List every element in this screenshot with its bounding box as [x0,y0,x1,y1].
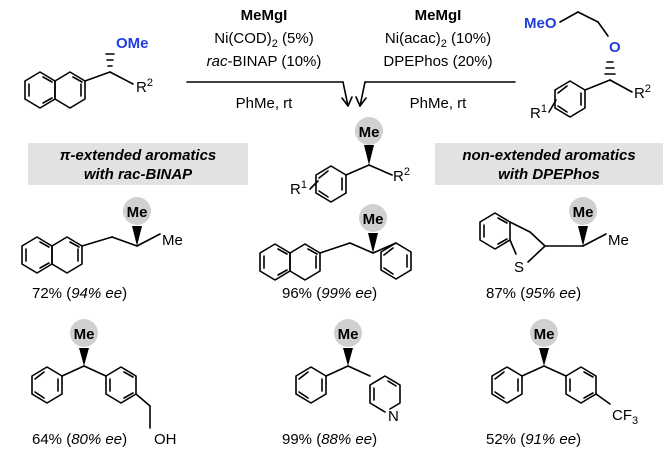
right-banner-line2: with DPEPhos [498,166,600,183]
right-banner-line1: non-extended aromatics [462,147,635,164]
right-r2-label: R2 [634,83,651,102]
meo-label: MeO [524,15,557,32]
p5-nitrogen-label: N [388,408,399,425]
product-3-yield: 87% (95% ee) [486,285,581,302]
product-6-structure: Me CF3 [491,319,638,427]
product-5-yield: 99% (88% ee) [282,431,377,448]
product-3-structure: Me Me S [479,197,629,276]
ether-oxygen-label: O [609,39,621,56]
product-r1-label: R1 [290,179,307,198]
p6-me-label: Me [534,326,555,343]
right-arrow-head [355,96,367,107]
product-6-yield: 52% (91% ee) [486,431,581,448]
right-conditions: MeMgI Ni(acac)2 (10%) DPEPhos (20%) PhMe… [355,7,516,112]
p4-hydroxyl-label: OH [154,431,177,448]
p6-cf3-label: CF3 [612,407,638,427]
product-2-structure: Me [259,204,412,281]
left-catalyst: Ni(COD)2 (5%) [214,30,313,50]
left-reagent: MeMgI [241,7,288,24]
p3-me-label: Me [573,204,594,221]
right-r1-label: R1 [530,103,547,122]
p5-me-label: Me [338,326,359,343]
right-solvent: PhMe, rt [410,95,468,112]
product-1-structure: Me Me [21,197,183,274]
left-ligand: rac-BINAP (10%) [207,53,322,70]
product-4-yield: 64% (80% ee) [32,431,127,448]
p2-me-label: Me [363,211,384,228]
right-starting-material: MeO O R2 R1 [524,11,651,122]
product-r2-label: R2 [393,166,410,185]
product-4-structure: Me OH [31,319,177,448]
product-2-yield: 96% (99% ee) [282,285,377,302]
p1-et-label: Me [162,232,183,249]
left-banner-line1: π-extended aromatics [60,147,217,164]
me-highlight [355,117,383,145]
hashed-bond [105,53,115,67]
product-5-structure: Me N [295,319,401,425]
p3-et-label: Me [608,232,629,249]
left-starting-material: OMe R2 [24,35,153,109]
right-ligand: DPEPhos (20%) [383,53,492,70]
general-product: Me R2 R1 [290,117,410,203]
left-arrow-bend [342,81,349,107]
r2-label: R2 [136,77,153,96]
ome-label: OMe [116,35,149,52]
right-banner: non-extended aromatics with DPEPhos [435,143,663,185]
right-catalyst: Ni(acac)2 (10%) [385,30,491,50]
p3-sulfur-label: S [514,259,524,276]
product-1-yield: 72% (94% ee) [32,285,127,302]
p1-me-label: Me [127,204,148,221]
right-arrow-bend [359,81,366,107]
p4-me-label: Me [74,326,95,343]
left-arrow-head [341,96,353,107]
right-reagent: MeMgI [415,7,462,24]
product-me-label: Me [359,124,380,141]
left-solvent: PhMe, rt [236,95,294,112]
left-banner: π-extended aromatics with rac-BINAP [28,143,248,185]
left-conditions: MeMgI Ni(COD)2 (5%) rac-BINAP (10%) PhMe… [186,7,353,112]
left-banner-line2: with rac-BINAP [84,166,193,183]
